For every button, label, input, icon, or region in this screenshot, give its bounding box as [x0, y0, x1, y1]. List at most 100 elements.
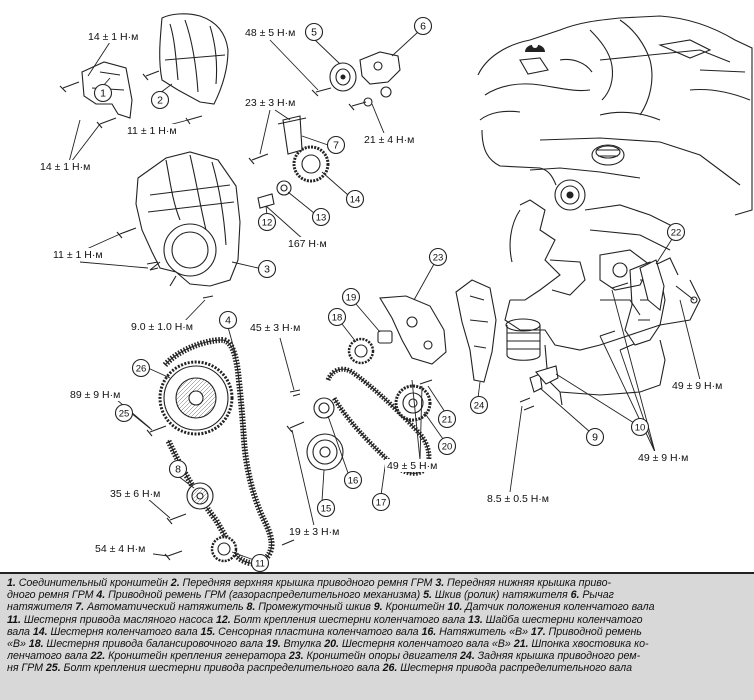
legend-item-number: 6. [570, 589, 580, 602]
legend-item-number: 8. [246, 601, 256, 614]
legend-item-text: Втулка [280, 638, 325, 651]
callout-16: 16 [343, 470, 363, 490]
callout-circle [341, 287, 361, 307]
legend-item-text: Шайба шестерни коленчатого [482, 613, 643, 626]
torque-label: 11 ± 1 Н·м [53, 249, 103, 261]
torque-label: 167 Н·м [288, 238, 327, 250]
parts-legend: 1. Соединительный кронштейн 2. Передняя … [0, 574, 754, 700]
torque-label: 49 ± 9 Н·м [638, 452, 688, 464]
callout-number: 19 [346, 293, 357, 304]
callout-number: 10 [635, 423, 646, 434]
callout-number: 12 [262, 218, 273, 229]
callout-number: 24 [474, 401, 485, 412]
callout-circle [304, 22, 324, 42]
legend-item-number: 11. [7, 613, 21, 626]
legend-item-text: Промежуточный шкив [255, 601, 374, 614]
callout-circle [437, 409, 457, 429]
torque-label: 35 ± 6 Н·м [110, 488, 160, 500]
callout-number: 7 [333, 140, 339, 152]
callout-15: 15 [316, 498, 336, 518]
legend-item-number: 19. [265, 638, 281, 651]
callout-circle [311, 207, 331, 227]
callout-circle [469, 395, 489, 415]
timing-belt-exploded-diagram: 1234567891011121314151617181920212223242… [38, 13, 753, 572]
legend-item-text: Приводной ремень ГРМ (газораспределитель… [105, 589, 424, 602]
torque-label-bg [51, 248, 111, 261]
legend-line: натяжителя 7. Автоматический натяжитель … [7, 601, 749, 613]
torque-label-bg [485, 492, 562, 505]
torque-label-bg [125, 124, 185, 137]
legend-item-text: Шестерня привода распределительного вала [397, 662, 632, 675]
callout-12: 12 [257, 212, 277, 232]
torque-label-bg [636, 451, 696, 464]
torque-label-bg [243, 96, 303, 109]
callout-circle [437, 436, 457, 456]
legend-item-text: Кронштейн крепления генератора [105, 650, 289, 663]
callout-number: 2 [157, 95, 163, 107]
callout-circle [630, 417, 650, 437]
callout-circle [371, 492, 391, 512]
legend-item-text: Автоматический натяжитель [84, 601, 247, 614]
callout-number: 8 [175, 464, 181, 476]
legend-item-number: 26. [382, 662, 398, 675]
legend-item-text: Соединительный кронштейн [15, 577, 171, 589]
legend-line: 1. Соединительный кронштейн 2. Передняя … [7, 577, 749, 589]
callout-number: 23 [433, 253, 444, 264]
legend-item-number: 13. [468, 613, 483, 626]
legend-item-text: Шестерня привода балансировочного вала [43, 638, 266, 651]
callout-circle [428, 247, 448, 267]
legend-item-text: Болт крепления шестерни привода распреде… [60, 662, 383, 675]
legend-item-number: 20. [324, 638, 339, 651]
callout-circle [316, 498, 336, 518]
callout-number: 9 [592, 432, 598, 444]
callout-circle [326, 135, 346, 155]
callout-circle [327, 307, 347, 327]
legend-line: ленчатого вала 22. Кронштейн крепления г… [7, 650, 749, 662]
legend-item-text: Сенсорная пластина коленчатого вала [215, 625, 422, 638]
legend-item-number: 10. [447, 601, 463, 614]
legend-item-number: 18. [28, 638, 44, 651]
engine-block-drawing [477, 15, 753, 406]
legend-item-text: Шестерня привода масляного насоса [20, 613, 216, 626]
legend-item-number: 16. [421, 625, 437, 638]
torque-label: 89 ± 9 Н·м [70, 389, 120, 401]
callout-number: 4 [225, 315, 231, 327]
callout-circle [168, 459, 188, 479]
callout-4: 4 [218, 310, 238, 330]
pulleys-and-gears-drawing [158, 51, 665, 563]
callout-circle [345, 189, 365, 209]
callout-14: 14 [345, 189, 365, 209]
callout-18: 18 [327, 307, 347, 327]
legend-item-text: Болт крепления шестерни коленчатого вала [230, 613, 469, 626]
torque-label: 49 ± 9 Н·м [672, 380, 722, 392]
callout-24: 24 [469, 395, 489, 415]
legend-item-number: 1. [7, 577, 16, 589]
callout-13: 13 [311, 207, 331, 227]
legend-item-text: натяжителя [7, 601, 76, 614]
torque-label: 9.0 ± 1.0 Н·м [131, 321, 193, 333]
callout-circle [114, 403, 134, 423]
torque-label: 49 ± 5 Н·м [387, 460, 437, 472]
callout-number: 5 [311, 27, 317, 39]
torque-label-bg [248, 321, 308, 334]
legend-line: ня ГРМ 25. Болт крепления шестерни приво… [7, 662, 749, 674]
callout-21: 21 [437, 409, 457, 429]
callout-number: 25 [119, 409, 130, 420]
legend-item-text: Приводной ремень [545, 625, 642, 638]
callout-25: 25 [114, 403, 134, 423]
callout-3: 3 [257, 259, 277, 279]
torque-label: 11 ± 1 Н·м [127, 125, 177, 137]
callout-number: 1 [100, 88, 106, 100]
legend-line: вала 14. Шестерня коленчатого вала 15. С… [7, 626, 749, 638]
callout-19: 19 [341, 287, 361, 307]
torque-label: 19 ± 3 Н·м [289, 526, 339, 538]
callout-number: 20 [442, 442, 453, 453]
legend-item-text: вала [7, 625, 33, 638]
callout-number: 18 [332, 313, 343, 324]
legend-item-number: 21. [513, 638, 529, 651]
legend-item-number: 24. [460, 650, 475, 663]
callout-20: 20 [437, 436, 457, 456]
callout-circle [250, 553, 270, 572]
legend-item-text: Шестерня коленчатого вала «В» [338, 638, 514, 651]
